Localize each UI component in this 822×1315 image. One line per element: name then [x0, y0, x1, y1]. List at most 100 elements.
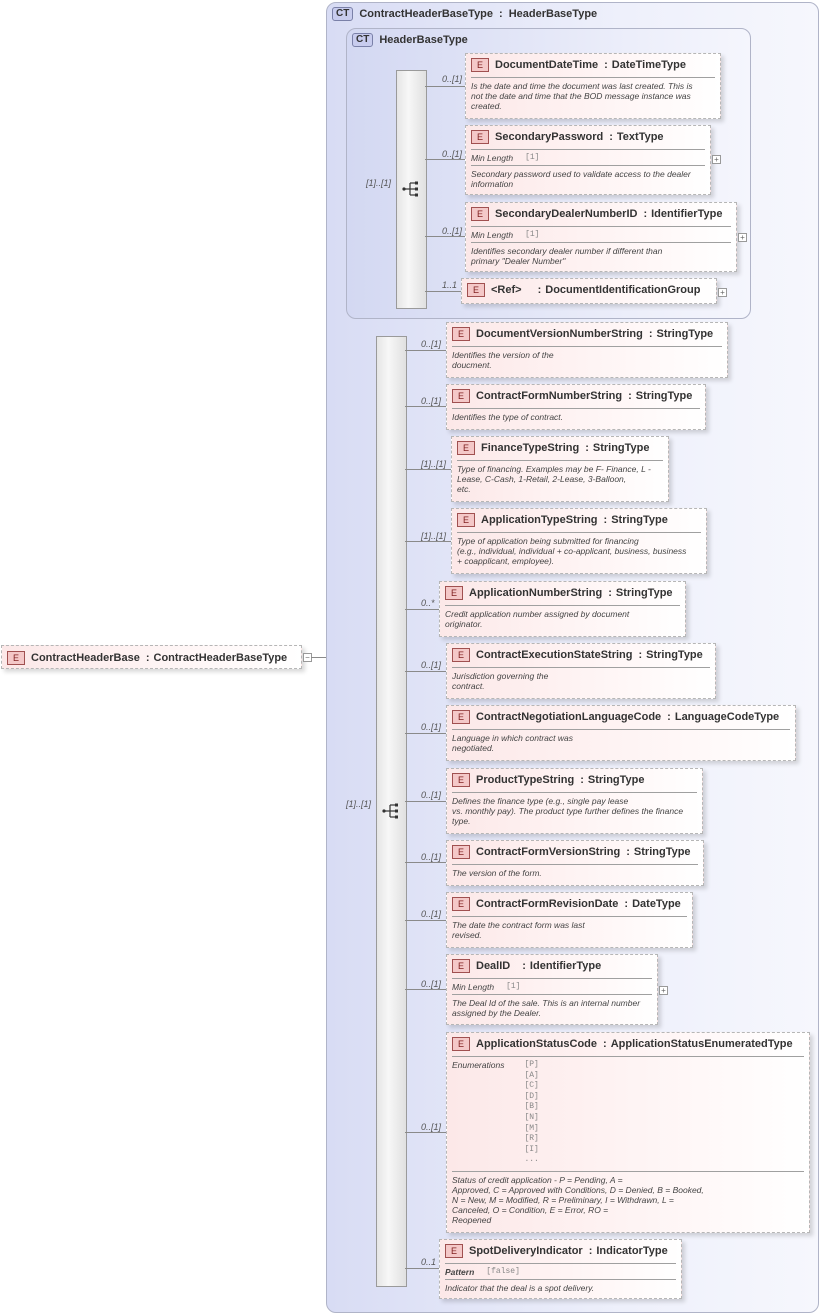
expand-toggle[interactable]: +: [712, 155, 721, 164]
element-application-number-string[interactable]: E ApplicationNumberString : StringType C…: [439, 581, 686, 637]
element-type: DateTimeType: [611, 59, 686, 71]
facet-label: Enumerations: [452, 1060, 505, 1070]
element-deal-id[interactable]: E DealID : IdentifierType Min Length[1] …: [446, 954, 658, 1025]
element-description: Status of credit application - P = Pendi…: [452, 1174, 704, 1225]
element-description: Type of application being submitted for …: [457, 536, 687, 566]
expand-toggle[interactable]: +: [659, 986, 668, 995]
element-type: StringType: [592, 442, 650, 454]
element-name: FinanceTypeString: [481, 442, 580, 454]
element-occurrence: 0..[1]: [421, 790, 442, 800]
element-occurrence: 0..[1]: [442, 149, 463, 159]
element-occurrence: 0..[1]: [442, 226, 463, 236]
expand-toggle[interactable]: +: [718, 288, 727, 297]
enum-value: [R]: [524, 1134, 539, 1144]
element-secondary-password[interactable]: E SecondaryPassword : TextType Min Lengt…: [465, 125, 711, 195]
element-document-version-number-string[interactable]: E DocumentVersionNumberString : StringTy…: [446, 322, 728, 378]
element-description: Type of financing. Examples may be F- Fi…: [457, 464, 651, 494]
enum-value: [C]: [524, 1081, 539, 1091]
facet-label: Pattern: [445, 1267, 475, 1277]
element-occurrence: 0..[1]: [421, 660, 442, 670]
root-element-type: ContractHeaderBaseType: [153, 652, 288, 664]
element-description: Credit application number assigned by do…: [445, 609, 630, 629]
element-name: ContractFormNumberString: [476, 390, 623, 402]
element-secondary-dealer-number-id[interactable]: E SecondaryDealerNumberID : IdentifierTy…: [465, 202, 737, 272]
connector: [425, 86, 465, 87]
element-description: Identifies secondary dealer number if di…: [471, 246, 663, 266]
element-type: LanguageCodeType: [674, 711, 780, 723]
element-type: StringType: [633, 846, 691, 858]
element-description: The Deal Id of the sale. This is an inte…: [452, 998, 641, 1018]
element-name: ContractFormRevisionDate: [476, 898, 619, 910]
root-element-name: ContractHeaderBase: [31, 652, 140, 664]
element-contract-form-number-string[interactable]: E ContractFormNumberString : StringType …: [446, 384, 706, 430]
element-spot-delivery-indicator[interactable]: E SpotDeliveryIndicator : IndicatorType …: [439, 1239, 682, 1299]
element-badge: E: [445, 586, 463, 600]
element-occurrence: 0..[1]: [421, 1122, 442, 1132]
connector: [405, 862, 446, 863]
element-document-date-time[interactable]: E DocumentDateTime : DateTimeType Is the…: [465, 53, 721, 119]
element-badge: E: [445, 1244, 463, 1258]
element-badge: E: [457, 441, 475, 455]
element-application-type-string[interactable]: E ApplicationTypeString : StringType Typ…: [451, 508, 707, 574]
element-name: DocumentVersionNumberString: [476, 328, 643, 340]
ref-document-identification-group[interactable]: E <Ref> : DocumentIdentificationGroup: [461, 278, 717, 304]
element-type: StringType: [635, 390, 693, 402]
element-badge: E: [452, 648, 470, 662]
connector: [405, 609, 439, 610]
connector: [405, 671, 446, 672]
facet-label: Min Length: [471, 230, 514, 240]
element-badge: E: [452, 959, 470, 973]
element-type: StringType: [615, 587, 673, 599]
element-contract-form-version-string[interactable]: E ContractFormVersionString : StringType…: [446, 840, 704, 886]
sequence-icon: [382, 803, 398, 819]
element-name: SpotDeliveryIndicator: [469, 1245, 583, 1257]
element-badge: E: [7, 651, 25, 665]
element-type: StringType: [587, 774, 645, 786]
facet-value: [1]: [525, 230, 540, 239]
root-element[interactable]: E ContractHeaderBase : ContractHeaderBas…: [1, 645, 302, 669]
element-contract-execution-state-string[interactable]: E ContractExecutionStateString : StringT…: [446, 643, 716, 699]
element-badge: E: [467, 283, 485, 297]
expand-toggle[interactable]: +: [738, 233, 747, 242]
facet-label: Min Length: [452, 982, 495, 992]
element-description: The date the contract form was last revi…: [452, 920, 585, 940]
ref-label: <Ref>: [491, 284, 522, 296]
facet-value: [1]: [506, 982, 521, 991]
element-occurrence: [1]..[1]: [421, 531, 447, 541]
element-description: The version of the form.: [452, 868, 542, 878]
element-badge: E: [471, 130, 489, 144]
element-description: Language in which contract was negotiate…: [452, 733, 573, 753]
enum-value: [M]: [524, 1123, 539, 1133]
element-occurrence: 0..[1]: [442, 74, 463, 84]
element-description: Secondary password used to validate acce…: [471, 169, 691, 189]
facet-value: [1]: [525, 153, 540, 162]
element-description: Identifies the version of the doucment.: [452, 350, 554, 370]
connector: [405, 920, 446, 921]
element-badge: E: [452, 327, 470, 341]
connector: [425, 291, 461, 292]
element-occurrence: 0..[1]: [421, 339, 442, 349]
element-type: IndicatorType: [596, 1245, 668, 1257]
base-type-header: CT HeaderBaseType: [352, 33, 468, 47]
element-application-status-code[interactable]: E ApplicationStatusCode : ApplicationSta…: [446, 1032, 810, 1233]
element-occurrence: 0..[1]: [421, 909, 442, 919]
element-badge: E: [452, 710, 470, 724]
element-occurrence: [1]..[1]: [421, 459, 447, 469]
connector: [405, 469, 451, 470]
element-badge: E: [452, 773, 470, 787]
element-type: IdentifierType: [529, 960, 602, 972]
element-description: Indicator that the deal is a spot delive…: [445, 1283, 595, 1293]
connector: [405, 350, 446, 351]
complex-type-base: HeaderBaseType: [508, 8, 598, 20]
element-contract-negotiation-language-code[interactable]: E ContractNegotiationLanguageCode : Lang…: [446, 705, 796, 761]
element-name: ContractExecutionStateString: [476, 649, 633, 661]
base-type-name: HeaderBaseType: [379, 34, 468, 46]
element-badge: E: [457, 513, 475, 527]
element-product-type-string[interactable]: E ProductTypeString : StringType Defines…: [446, 768, 703, 834]
enum-value: [B]: [524, 1102, 539, 1112]
element-description: Defines the finance type (e.g., single p…: [452, 796, 684, 826]
element-contract-form-revision-date[interactable]: E ContractFormRevisionDate : DateType Th…: [446, 892, 693, 948]
element-finance-type-string[interactable]: E FinanceTypeString : StringType Type of…: [451, 436, 669, 502]
complex-type-name: ContractHeaderBaseType: [359, 8, 494, 20]
connector: [405, 541, 451, 542]
